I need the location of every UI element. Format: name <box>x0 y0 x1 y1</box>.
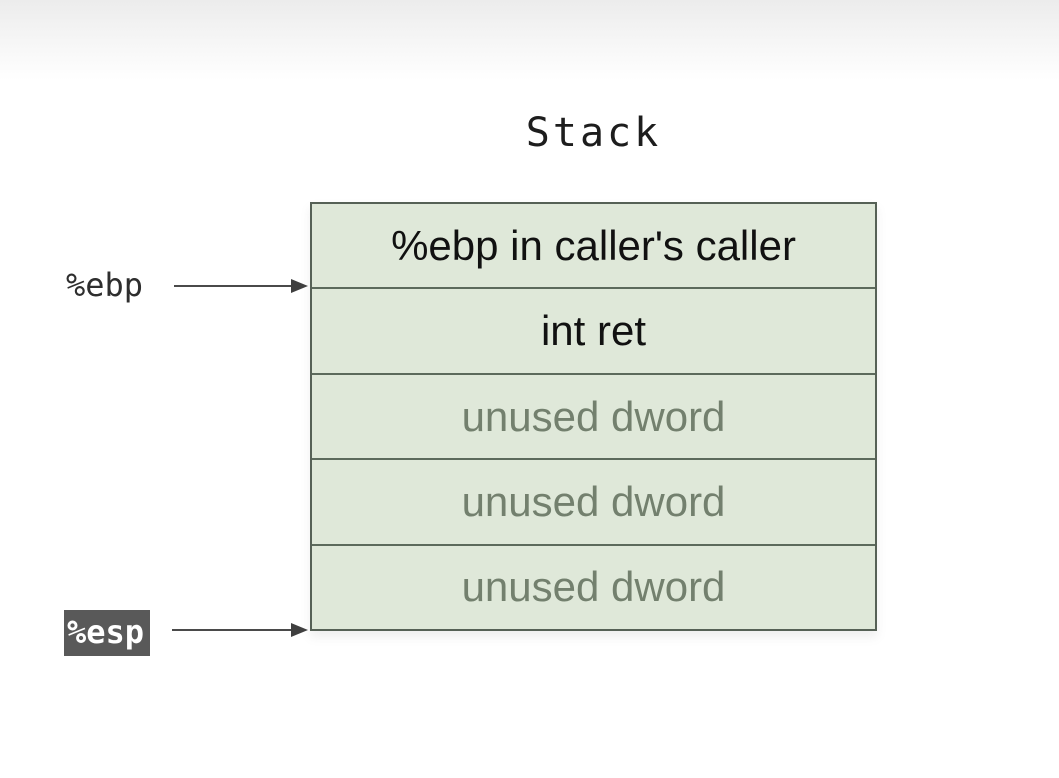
esp-register-label: %esp <box>64 610 151 656</box>
ebp-pointer-arrow <box>174 279 308 293</box>
stack-diagram-title: Stack <box>525 110 662 156</box>
stack-table: %ebp in caller's caller int ret unused d… <box>310 202 877 631</box>
ebp-register-label: %ebp <box>66 266 144 304</box>
stack-row-ebp-callers-caller: %ebp in caller's caller <box>391 221 796 269</box>
stack-row-int-ret: int ret <box>312 287 875 372</box>
esp-pointer-arrow <box>172 623 308 637</box>
arrow-right-icon <box>291 279 308 293</box>
stack-row-unused-dword-3: unused dword <box>312 543 875 629</box>
arrow-right-icon <box>291 623 308 637</box>
top-gradient-band <box>0 0 1059 80</box>
stack-row-unused-dword-1: unused dword <box>312 372 875 458</box>
stack-row-unused-dword-2: unused dword <box>312 458 875 543</box>
